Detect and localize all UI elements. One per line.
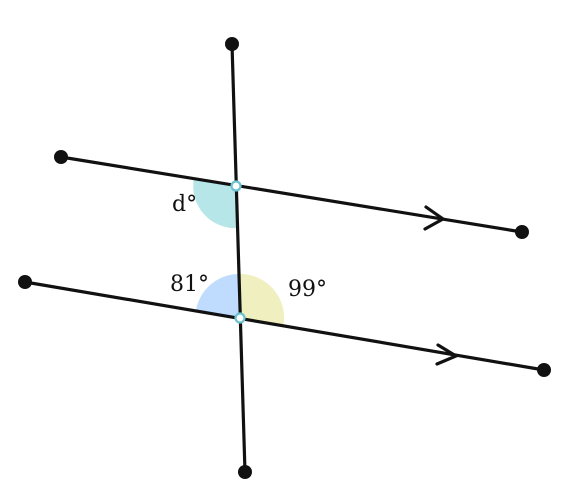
- upper-intersection-point: [230, 180, 242, 192]
- angle-d-label: d°: [172, 192, 197, 217]
- transversal-bottom-endpoint: [238, 465, 252, 479]
- lower-parallel-arrow: [435, 343, 460, 366]
- transversal-top-endpoint: [225, 37, 239, 51]
- angle-81-sector: [196, 274, 240, 318]
- upper-line-left-endpoint: [54, 150, 68, 164]
- lower-parallel-line: [23, 280, 546, 372]
- angle-81-label: 81°: [170, 272, 209, 297]
- angle-99-sector: [237, 273, 285, 326]
- angle-99-label: 99°: [288, 277, 327, 302]
- transversal-line: [230, 42, 247, 474]
- upper-parallel-arrow: [423, 205, 447, 231]
- lower-line-right-endpoint: [537, 363, 551, 377]
- lower-intersection-point: [234, 312, 246, 324]
- angle-d-sector: [193, 178, 239, 229]
- lower-line-left-endpoint: [18, 275, 32, 289]
- upper-line-right-endpoint: [515, 225, 529, 239]
- upper-parallel-line: [59, 155, 524, 234]
